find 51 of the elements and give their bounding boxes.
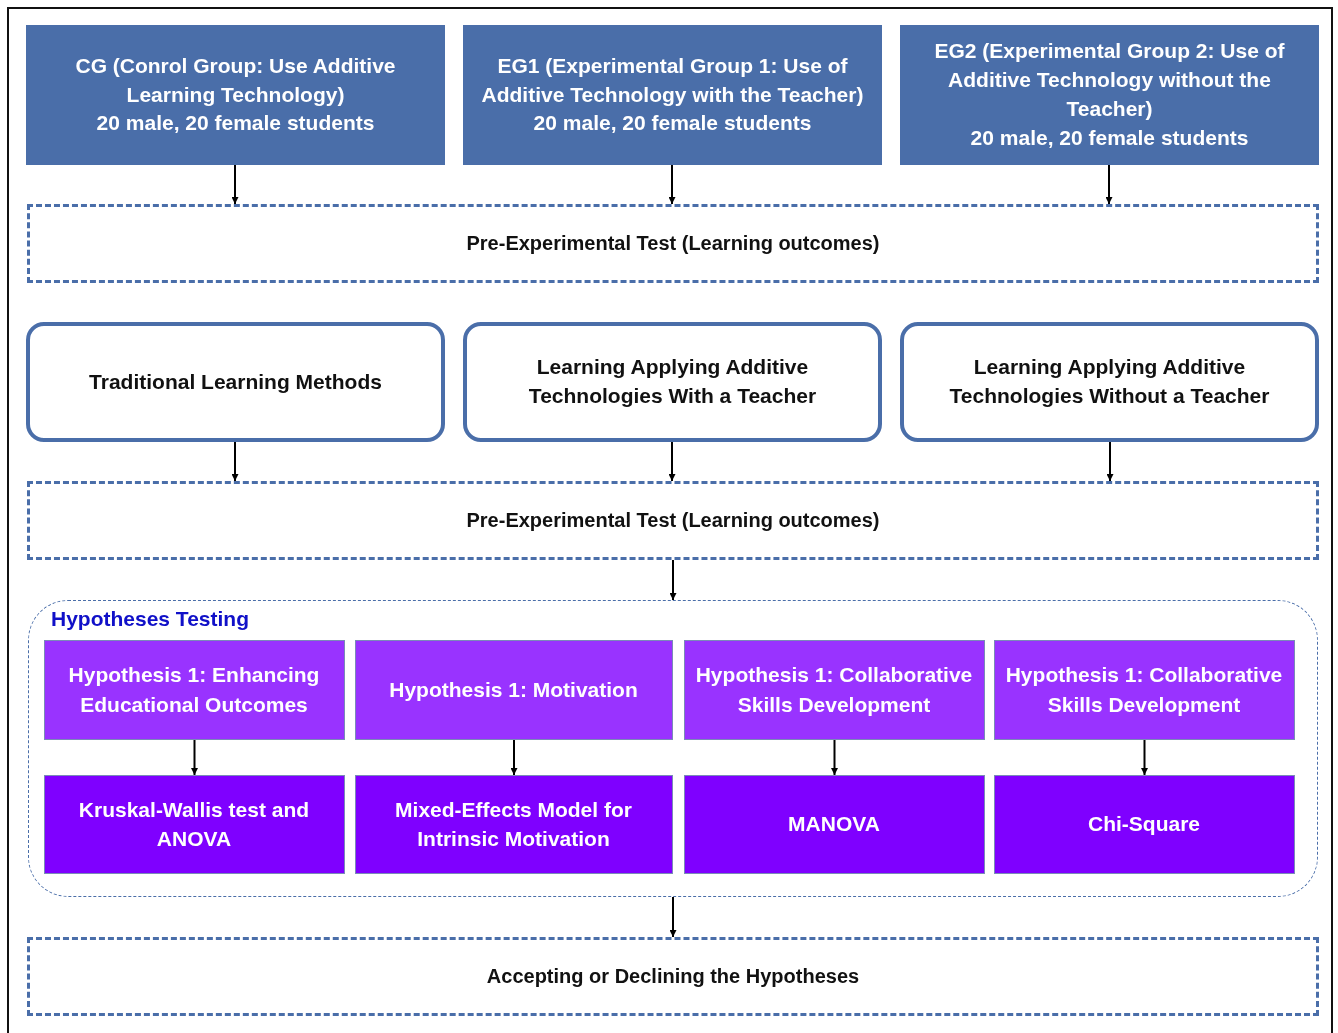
- method-box: [26, 322, 445, 442]
- box-title: Hypothesis 1: Motivation: [389, 676, 638, 703]
- hypothesis-box: [354, 639, 673, 740]
- hypothesis-box: [993, 639, 1295, 740]
- analysis-box: [354, 774, 673, 874]
- arrow: [1105, 164, 1113, 205]
- method-box: [900, 322, 1319, 442]
- box-title: Pre-Experimental Test (Learning outcomes): [466, 230, 880, 256]
- hypothesis-box: [43, 639, 345, 740]
- analysis-box: [683, 774, 985, 874]
- box-title: Hypothesis 1: Enhancing Educational Outcomes: [67, 662, 321, 718]
- arrow: [669, 559, 677, 601]
- group-box: [26, 25, 445, 165]
- test-box: [27, 481, 1319, 560]
- box-subtitle: 20 male, 20 female students: [96, 110, 375, 137]
- box-title: EG2 (Experimental Group 2: Use of Additive Technology without the Teacher): [933, 38, 1286, 122]
- group-container: [28, 600, 1318, 897]
- box-title: EG1 (Experimental Group 1: Use of Additive Technology with the Teacher): [480, 52, 865, 108]
- box-title: Learning Applying Additive Technologies Without a Teacher: [948, 354, 1271, 409]
- box-title: Accepting or Declining the Hypotheses: [486, 963, 860, 989]
- arrow: [1106, 441, 1114, 482]
- box-title: Kruskal-Wallis test and ANOVA: [77, 796, 311, 852]
- arrow: [231, 164, 239, 205]
- group-box: [900, 25, 1319, 165]
- arrow: [510, 739, 518, 776]
- arrow: [668, 441, 676, 482]
- test-box: [27, 204, 1319, 283]
- box-title: Learning Applying Additive Technologies With a Teacher: [527, 354, 818, 409]
- arrow: [831, 739, 838, 776]
- group-heading: Hypotheses Testing: [51, 606, 249, 632]
- box-title: Hypothesis 1: Collaborative Skills Development: [694, 662, 974, 718]
- arrow: [668, 164, 676, 205]
- box-title: CG (Conrol Group: Use Additive Learning Technology): [74, 52, 397, 108]
- arrow: [1141, 739, 1148, 776]
- group-box: [463, 25, 882, 165]
- box-subtitle: 20 male, 20 female students: [533, 110, 812, 137]
- box-title: Hypothesis 1: Collaborative Skills Development: [1004, 662, 1284, 718]
- arrow: [191, 739, 198, 776]
- box-title: Pre-Experimental Test (Learning outcomes): [466, 507, 880, 533]
- box-title: Chi-Square: [1088, 811, 1200, 838]
- box-title: Traditional Learning Methods: [89, 368, 382, 395]
- box-subtitle: 20 male, 20 female students: [970, 124, 1249, 151]
- hypothesis-box: [683, 639, 985, 740]
- arrow: [669, 896, 677, 938]
- box-title: Mixed-Effects Model for Intrinsic Motivation: [394, 796, 633, 852]
- arrow: [231, 441, 239, 482]
- result-box: [27, 937, 1319, 1016]
- analysis-box: [43, 774, 345, 874]
- box-title: MANOVA: [788, 811, 880, 838]
- method-box: [463, 322, 882, 442]
- analysis-box: [993, 774, 1295, 874]
